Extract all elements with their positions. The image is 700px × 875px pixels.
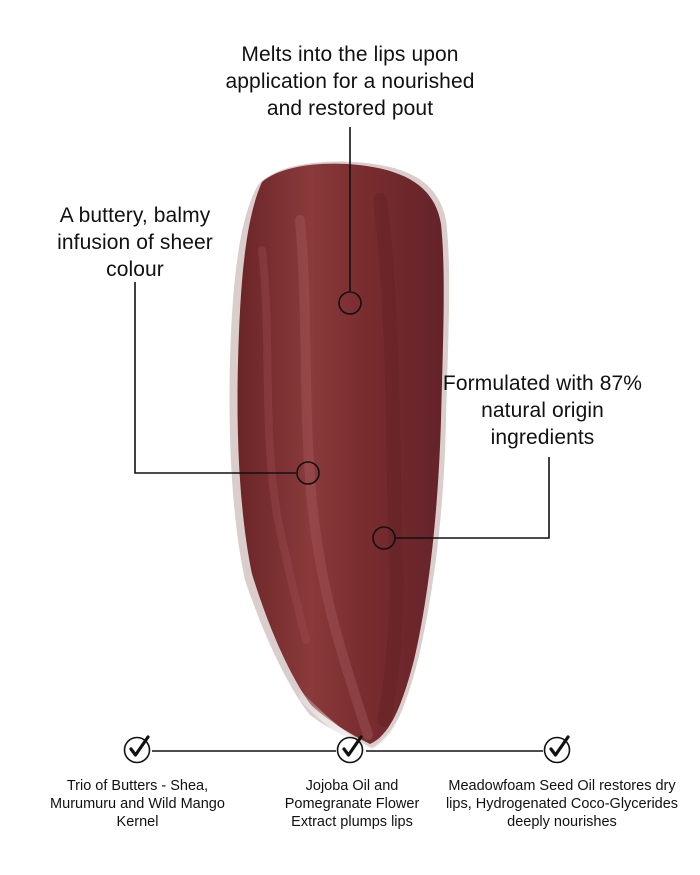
swatch-streak-2 — [373, 193, 404, 727]
callout-lines — [134, 127, 550, 550]
swatch-streak-3 — [258, 246, 310, 644]
benefit-text: Trio of Butters - Shea, Murumuru and Wil… — [50, 778, 225, 830]
callout-marker-left — [296, 461, 320, 485]
swatch-fade — [300, 680, 414, 752]
benefit-text: Meadowfoam Seed Oil restores dry lips, H… — [445, 778, 679, 830]
callout-line-left — [134, 282, 296, 474]
check-circle-icon — [543, 735, 571, 764]
swatch-streak-1 — [295, 215, 373, 740]
callout-line-right — [395, 457, 550, 539]
lipstick-swatch — [229, 161, 450, 752]
callout-left-text: A buttery, balmy infusion of sheer colou… — [57, 204, 213, 281]
callout-right-text: Formulated with 87% natural origin ingre… — [442, 372, 643, 449]
swatch-body — [237, 163, 444, 744]
callout-marker-top — [338, 291, 362, 315]
check-circle-icon — [123, 735, 151, 764]
check-circle-icon — [336, 735, 364, 764]
benefit-text: Jojoba Oil and Pomegranate Flower Extrac… — [284, 778, 420, 830]
callout-marker-right — [372, 526, 396, 550]
callout-top-text: Melts into the lips upon application for… — [225, 43, 475, 120]
